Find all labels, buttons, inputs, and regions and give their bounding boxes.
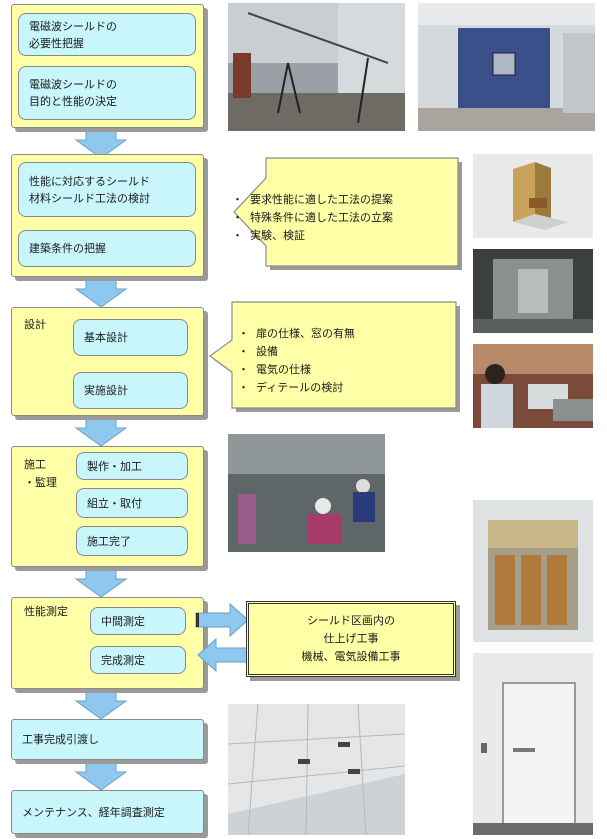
photo-construction-work xyxy=(228,434,385,552)
down-arrow-3 xyxy=(76,416,126,446)
left-arrow xyxy=(198,639,250,671)
step-handover: 工事完成引渡し xyxy=(11,719,204,760)
step-detailed-design: 実施設計 xyxy=(73,372,188,409)
step-basic-design: 基本設計 xyxy=(73,319,188,356)
step-material-method-study: 性能に対応するシールド 材料シールド工法の検討 xyxy=(18,162,196,217)
photo-measurement-operator xyxy=(473,344,593,428)
right-arrow xyxy=(196,604,248,636)
callout-1-list: 要求性能に適した工法の提案 特殊条件に適した工法の立案 実験、検証 xyxy=(232,191,458,245)
step-design-label: 設計 xyxy=(24,316,46,334)
callout-1-item: 要求性能に適した工法の提案 xyxy=(232,191,458,209)
work-line: 仕上げ工事 xyxy=(324,630,379,648)
step-purpose-performance: 電磁波シールドの 目的と性能の決定 xyxy=(18,66,196,120)
photo-antenna-test xyxy=(228,3,405,131)
callout-1-item: 実験、検証 xyxy=(232,227,458,245)
step-fabrication: 製作・加工 xyxy=(76,452,188,480)
step-need-assessment: 電磁波シールドの 必要性把握 xyxy=(18,13,196,56)
step-final-measurement: 完成測定 xyxy=(90,646,186,674)
step-measurement-label: 性能測定 xyxy=(24,603,68,621)
finishing-work-box: シールド区画内の 仕上げ工事 機械、電気設備工事 xyxy=(246,601,456,677)
step-construction-label: 施工 ・監理 xyxy=(24,456,57,492)
photo-shield-door xyxy=(473,653,593,835)
photo-ceiling-lights xyxy=(228,704,405,835)
photo-shield-room-interior xyxy=(473,249,593,333)
down-arrow-6 xyxy=(76,760,126,790)
step-assembly: 組立・取付 xyxy=(76,488,188,518)
photo-shield-panel-sample xyxy=(473,154,593,238)
photo-shield-door-panel xyxy=(473,500,593,642)
callout-2-item: 設備 xyxy=(238,343,458,361)
step-interim-measurement: 中間測定 xyxy=(90,607,186,635)
callout-1-item: 特殊条件に適した工法の立案 xyxy=(232,209,458,227)
photo-shield-room-exterior xyxy=(418,3,595,131)
step-completion: 施工完了 xyxy=(76,526,188,556)
down-arrow-4 xyxy=(76,567,126,597)
step-building-conditions: 建築条件の把握 xyxy=(18,230,196,267)
callout-2-item: ディテールの検討 xyxy=(238,379,458,397)
down-arrow-5 xyxy=(76,689,126,719)
callout-2-list: 扉の仕様、窓の有無 設備 電気の仕様 ディテールの検討 xyxy=(238,325,458,397)
step-maintenance: メンテナンス、経年調査測定 xyxy=(11,790,204,834)
down-arrow-2 xyxy=(76,277,126,307)
callout-2-item: 扉の仕様、窓の有無 xyxy=(238,325,458,343)
work-line: シールド区画内の xyxy=(307,612,395,630)
callout-2-item: 電気の仕様 xyxy=(238,361,458,379)
work-line: 機械、電気設備工事 xyxy=(302,648,401,666)
